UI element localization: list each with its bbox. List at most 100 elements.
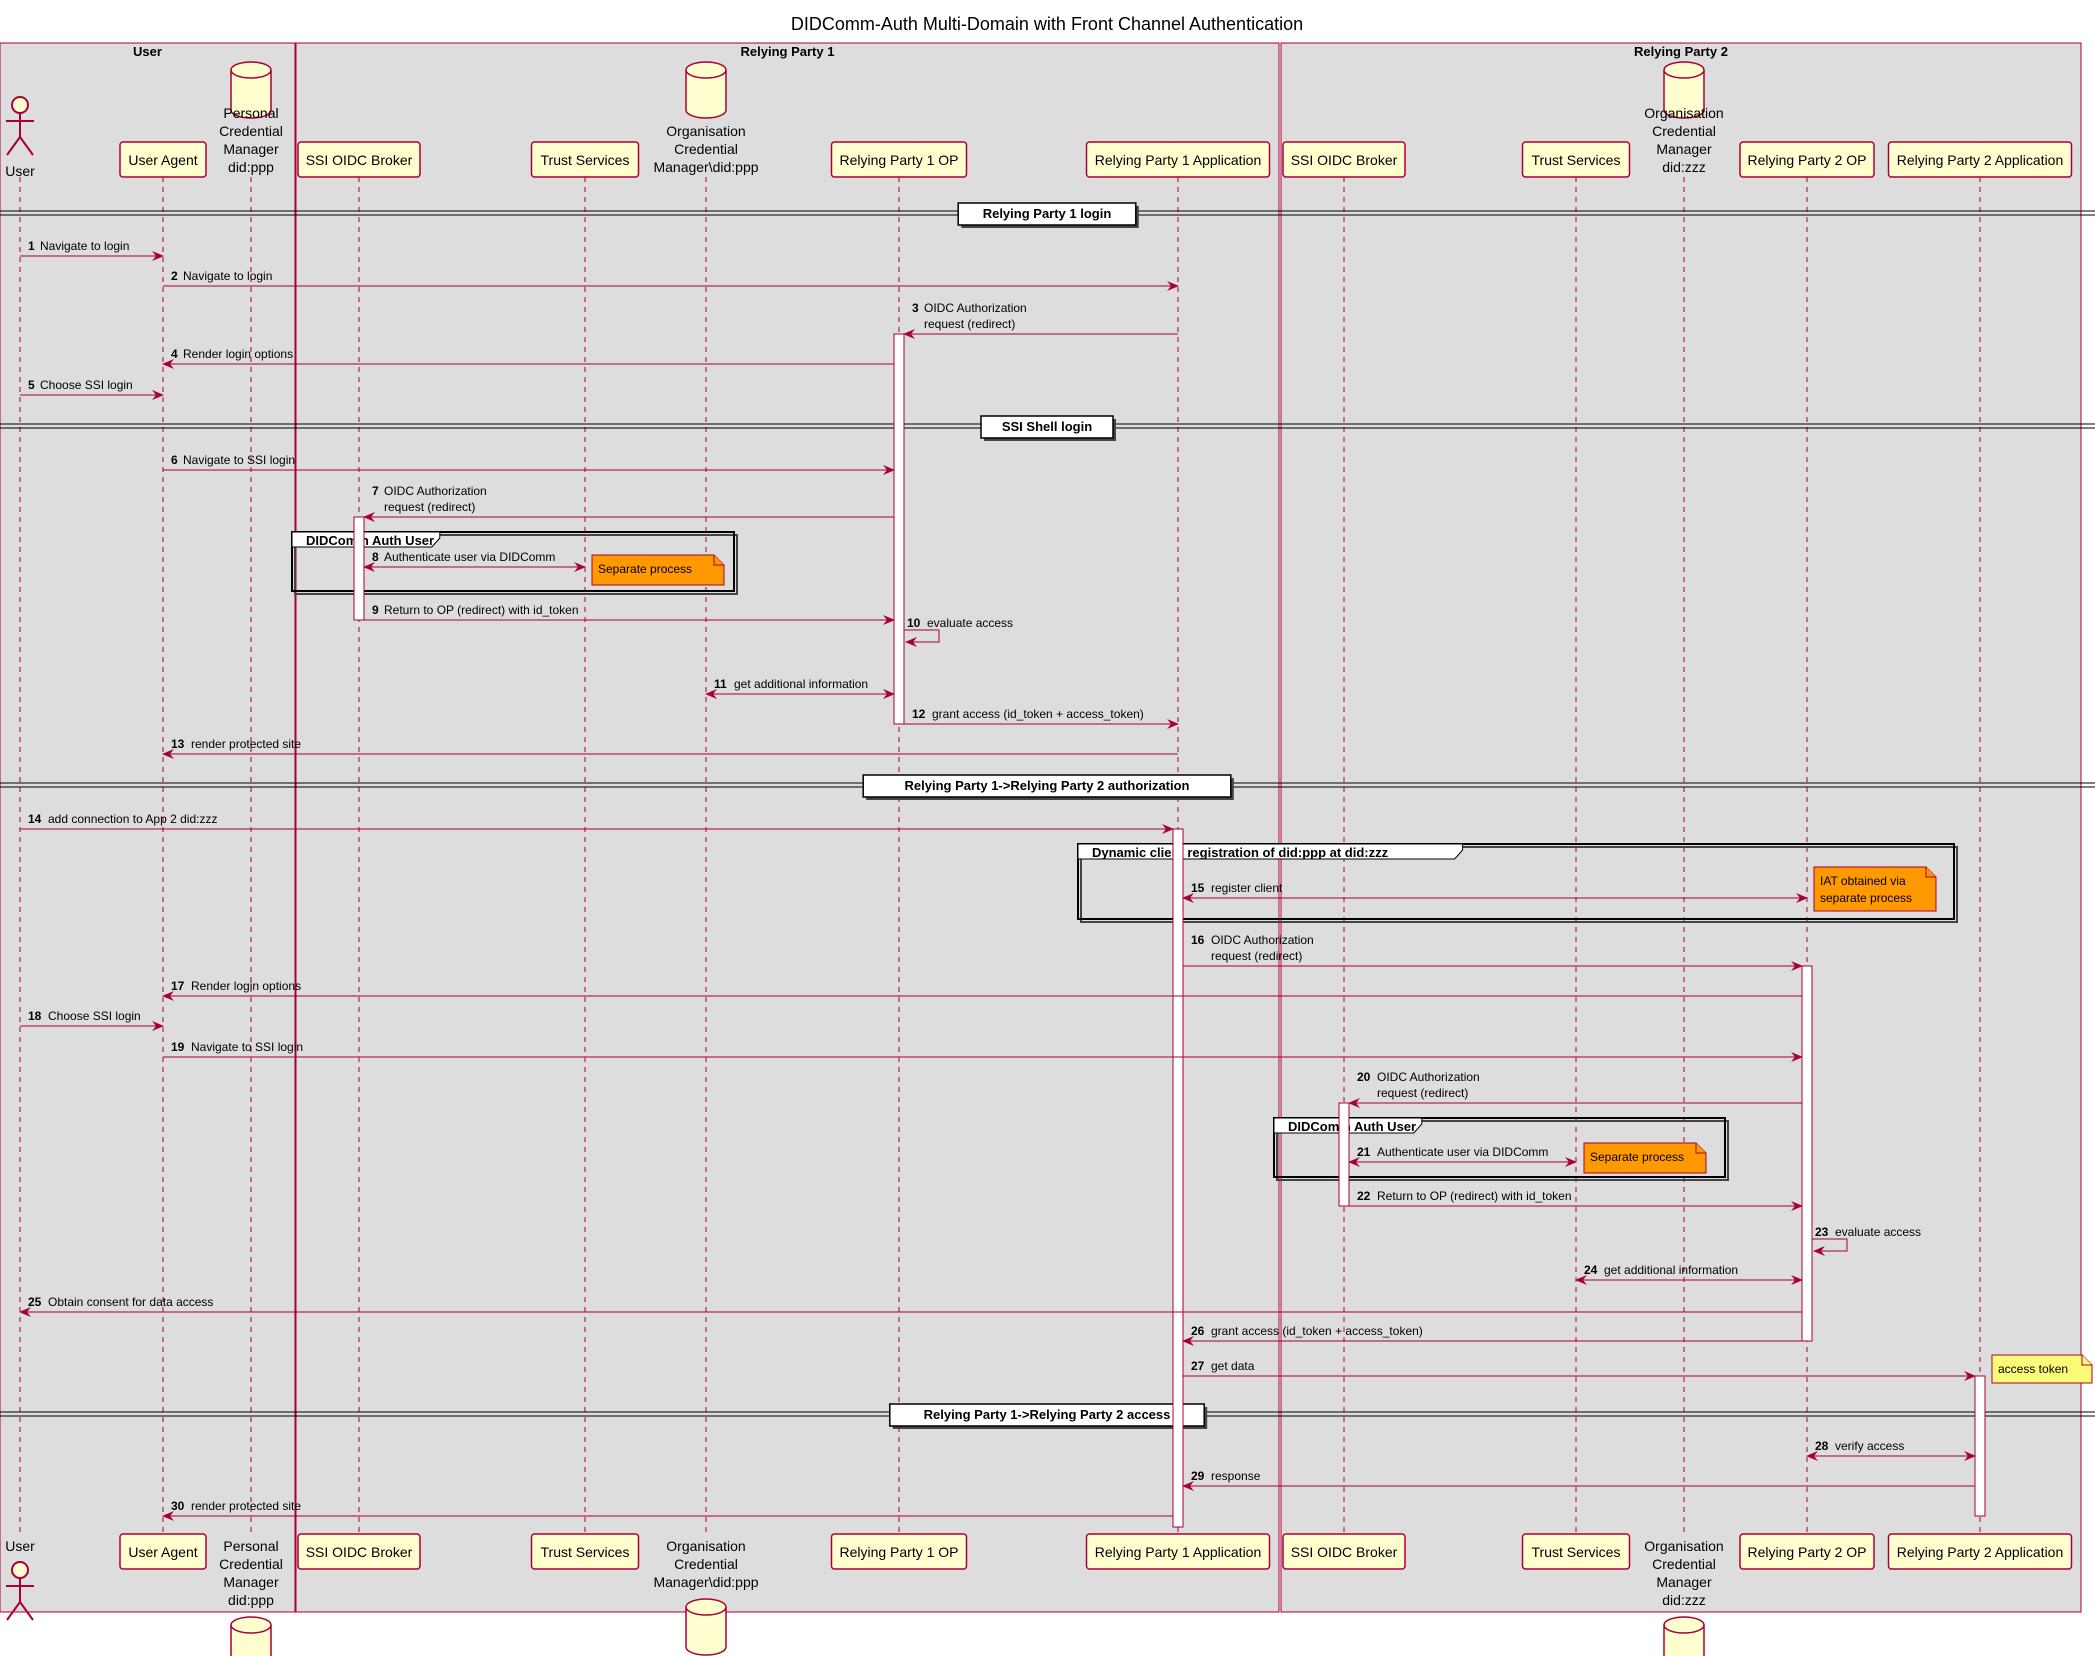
note-text: access token — [1998, 1362, 2068, 1376]
database-top — [685, 61, 727, 79]
activation-op2 — [1801, 965, 1813, 1342]
participant-trust1-bottom: Trust Services — [530, 1533, 640, 1570]
group-frame — [1273, 1117, 1726, 1178]
message-number: 7 — [372, 484, 379, 498]
message-number: 26 — [1191, 1324, 1205, 1338]
message-number: 6 — [171, 453, 178, 467]
box-title-user: User — [133, 44, 162, 59]
message-label: verify access — [1835, 1439, 1904, 1453]
participant-box — [1085, 1533, 1271, 1570]
database-top — [230, 1616, 272, 1634]
message-label: request (redirect) — [924, 317, 1015, 331]
participant-box — [1521, 141, 1631, 178]
note — [1991, 1354, 2093, 1384]
message-number: 18 — [28, 1009, 42, 1023]
participant-label: Credential — [674, 141, 738, 157]
participant-label: Credential — [219, 1556, 283, 1572]
participant-box — [119, 1533, 207, 1570]
participant-label: Manager — [1656, 141, 1712, 157]
participant-label: Manager\did:ppp — [653, 1574, 758, 1590]
note-text: IAT obtained via — [1820, 874, 1906, 888]
participant-label: did:zzz — [1662, 1592, 1706, 1608]
message-label: request (redirect) — [384, 500, 475, 514]
database-top — [1663, 61, 1705, 79]
participant-trust1-top: Trust Services — [530, 141, 640, 178]
participant-label: Credential — [1652, 1556, 1716, 1572]
divider-label: SSI Shell login — [1002, 419, 1092, 434]
divider-box — [980, 415, 1114, 439]
message-number: 23 — [1815, 1225, 1829, 1239]
message-label: Choose SSI login — [40, 378, 133, 392]
participant-box — [1739, 1533, 1875, 1570]
participant-ua-bottom: User Agent — [119, 1533, 207, 1570]
participant-box — [1887, 1533, 2073, 1570]
box-title-rp2: Relying Party 2 — [1634, 44, 1728, 59]
divider-label: Relying Party 1 login — [983, 206, 1112, 221]
participant-label: Relying Party 1 Application — [1095, 152, 1262, 168]
message-label: add connection to App 2 did:zzz — [48, 812, 217, 826]
note-fold — [1695, 1143, 1706, 1154]
message-number: 21 — [1357, 1145, 1371, 1159]
participant-broker1-top: SSI OIDC Broker — [297, 141, 421, 178]
participant-box — [119, 141, 207, 178]
message-label: Render login options — [183, 347, 293, 361]
message-label: Navigate to SSI login — [191, 1040, 303, 1054]
database-icon — [230, 1625, 272, 1656]
note — [591, 554, 725, 586]
participant-label: Trust Services — [1532, 1544, 1621, 1560]
divider-box — [957, 202, 1137, 226]
participant-box — [1085, 141, 1271, 178]
message-label: request (redirect) — [1377, 1086, 1468, 1100]
message-label: evaluate access — [927, 616, 1013, 630]
database-icon — [230, 70, 272, 119]
message-label: Choose SSI login — [48, 1009, 141, 1023]
group-frame — [1077, 843, 1955, 920]
note-text: Separate process — [598, 562, 692, 576]
group-tab — [291, 531, 441, 548]
divider-label: Relying Party 1->Relying Party 2 access — [924, 1407, 1171, 1422]
message-19: 19 Navigate to SSI login — [163, 1040, 1803, 1062]
participant-op1-top: Relying Party 1 OP — [830, 141, 968, 178]
database-icon — [685, 1607, 727, 1656]
participant-app1-bottom: Relying Party 1 Application — [1085, 1533, 1271, 1570]
participant-label: Relying Party 1 OP — [839, 1544, 958, 1560]
message-arrow — [904, 629, 940, 647]
actor-icon — [11, 96, 29, 114]
participant-label: Relying Party 1 Application — [1095, 1544, 1262, 1560]
message-number: 9 — [372, 603, 379, 617]
participant-label: Manager — [223, 1574, 279, 1590]
participant-label: SSI OIDC Broker — [1291, 1544, 1398, 1560]
message-label: register client — [1211, 881, 1283, 895]
message-number: 11 — [714, 677, 727, 691]
participant-label: Credential — [674, 1556, 738, 1572]
database-top — [230, 61, 272, 79]
message-number: 16 — [1191, 933, 1205, 947]
message-number: 19 — [171, 1040, 185, 1054]
message-label: get additional information — [1604, 1263, 1738, 1277]
note — [1813, 866, 1937, 912]
box-title-rp1: Relying Party 1 — [741, 44, 835, 59]
message-number: 27 — [1191, 1359, 1205, 1373]
participant-label: Organisation — [666, 1538, 745, 1554]
participant-op2-top: Relying Party 2 OP — [1739, 141, 1875, 178]
participant-op2-bottom: Relying Party 2 OP — [1739, 1533, 1875, 1570]
database-top — [685, 1598, 727, 1616]
message-number: 5 — [28, 378, 35, 392]
